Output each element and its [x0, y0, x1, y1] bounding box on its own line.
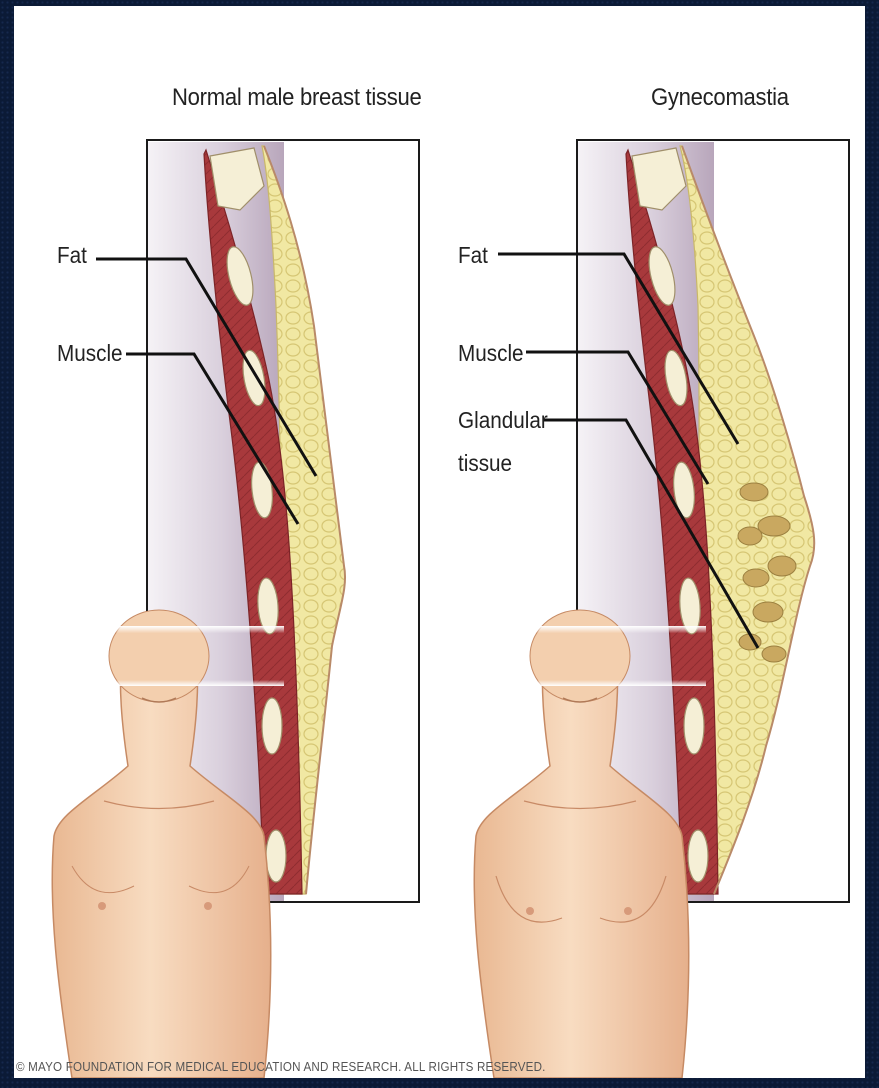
right-label-fat: Fat: [458, 240, 488, 271]
illustration-panel: Normal male breast tissue Gynecomastia F…: [14, 6, 865, 1078]
left-label-muscle: Muscle: [57, 338, 123, 369]
right-label-glandular: Glandular: [458, 405, 548, 436]
left-torso: [44, 610, 284, 1078]
left-panel-title: Normal male breast tissue: [172, 84, 422, 112]
right-torso: [466, 610, 706, 1078]
right-panel-title: Gynecomastia: [651, 84, 789, 112]
copyright-credit: © MAYO FOUNDATION FOR MEDICAL EDUCATION …: [16, 1060, 546, 1074]
left-section-diagram: [44, 140, 419, 1078]
left-label-fat: Fat: [57, 240, 87, 271]
gynecomastia-illustration: [14, 6, 865, 1078]
right-label-muscle: Muscle: [458, 338, 524, 369]
right-label-tissue: tissue: [458, 448, 512, 479]
right-section-diagram: [466, 140, 849, 1078]
